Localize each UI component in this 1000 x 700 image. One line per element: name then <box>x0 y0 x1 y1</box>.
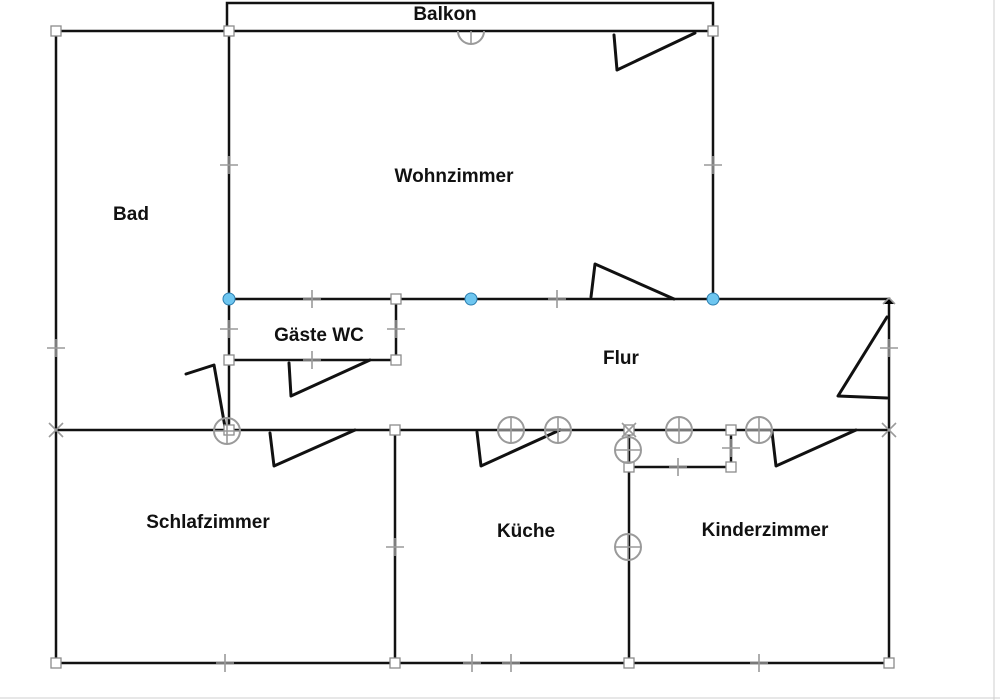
corner-handle[interactable] <box>50 25 62 37</box>
door-balkon[interactable] <box>612 31 697 72</box>
circle-handle[interactable] <box>213 417 241 445</box>
circle-handle[interactable] <box>457 30 485 45</box>
room-label-balkon: Balkon <box>413 4 476 25</box>
selected-node[interactable] <box>706 292 720 306</box>
corner-arrow-handle[interactable] <box>882 296 896 305</box>
midpoint-handle[interactable] <box>220 320 238 338</box>
midpoint-handle[interactable] <box>704 156 722 174</box>
circle-handles <box>213 30 773 561</box>
room-label-bad: Bad <box>113 204 149 225</box>
door-flur-right[interactable] <box>836 315 889 400</box>
midpoint-handle[interactable] <box>387 320 405 338</box>
corner-handles <box>50 25 895 669</box>
corner-handle[interactable] <box>223 424 235 436</box>
midpoint-handle[interactable] <box>548 290 566 308</box>
circle-handle[interactable] <box>614 436 642 464</box>
circle-handle[interactable] <box>544 416 572 444</box>
door-bad[interactable] <box>184 363 227 429</box>
midpoint-handle[interactable] <box>463 654 481 672</box>
midpoint-handle[interactable] <box>880 339 898 357</box>
room-label-kinderzimmer: Kinderzimmer <box>702 520 829 541</box>
door-schlafzimmer[interactable] <box>268 428 357 468</box>
midpoint-handle[interactable] <box>47 339 65 357</box>
midpoint-handle[interactable] <box>216 654 234 672</box>
corner-handle[interactable] <box>390 293 402 305</box>
selected-node[interactable] <box>464 292 478 306</box>
room-label-schlafzimmer: Schlafzimmer <box>146 512 270 533</box>
door-gaeste-wc[interactable] <box>287 358 372 398</box>
corner-handle[interactable] <box>883 657 895 669</box>
corner-x-handle[interactable] <box>881 422 897 438</box>
midpoint-handles <box>47 156 898 672</box>
room-label-flur: Flur <box>603 348 639 369</box>
corner-handle[interactable] <box>389 657 401 669</box>
corner-x-handle[interactable] <box>621 422 637 438</box>
midpoint-handle[interactable] <box>669 458 687 476</box>
selected-node[interactable] <box>222 292 236 306</box>
circle-handle[interactable] <box>665 416 693 444</box>
room-label-kueche: Küche <box>497 521 555 542</box>
corner-handle[interactable] <box>50 657 62 669</box>
midpoint-handle[interactable] <box>722 439 740 457</box>
door-kinderzimmer[interactable] <box>770 428 858 468</box>
corner-handle[interactable] <box>725 424 737 436</box>
midpoint-handle[interactable] <box>502 654 520 672</box>
room-label-wohnzimmer: Wohnzimmer <box>395 166 515 187</box>
room-label-gaeste-wc: Gäste WC <box>274 325 364 346</box>
room-labels: Balkon Wohnzimmer Bad Gäste WC Flur Schl… <box>113 4 829 542</box>
doors <box>184 31 889 468</box>
corner-handle[interactable] <box>390 354 402 366</box>
door-wohnzimmer[interactable] <box>589 262 676 301</box>
corner-handle[interactable] <box>223 354 235 366</box>
corner-handle[interactable] <box>707 25 719 37</box>
corner-handle[interactable] <box>725 461 737 473</box>
corner-handle[interactable] <box>223 25 235 37</box>
corner-handle[interactable] <box>389 424 401 436</box>
corner-handle[interactable] <box>623 657 635 669</box>
wall-balkon[interactable] <box>225 1 715 33</box>
midpoint-handle[interactable] <box>386 538 404 556</box>
midpoint-handle[interactable] <box>750 654 768 672</box>
circle-handle[interactable] <box>614 533 642 561</box>
door-kueche[interactable] <box>475 428 562 468</box>
corner-x-handle[interactable] <box>48 422 64 438</box>
selected-nodes <box>222 292 720 306</box>
midpoint-handle[interactable] <box>303 351 321 369</box>
midpoint-handle[interactable] <box>220 156 238 174</box>
walls <box>54 1 891 665</box>
midpoint-handle[interactable] <box>303 290 321 308</box>
circle-handle[interactable] <box>497 416 525 444</box>
circle-handle[interactable] <box>745 416 773 444</box>
